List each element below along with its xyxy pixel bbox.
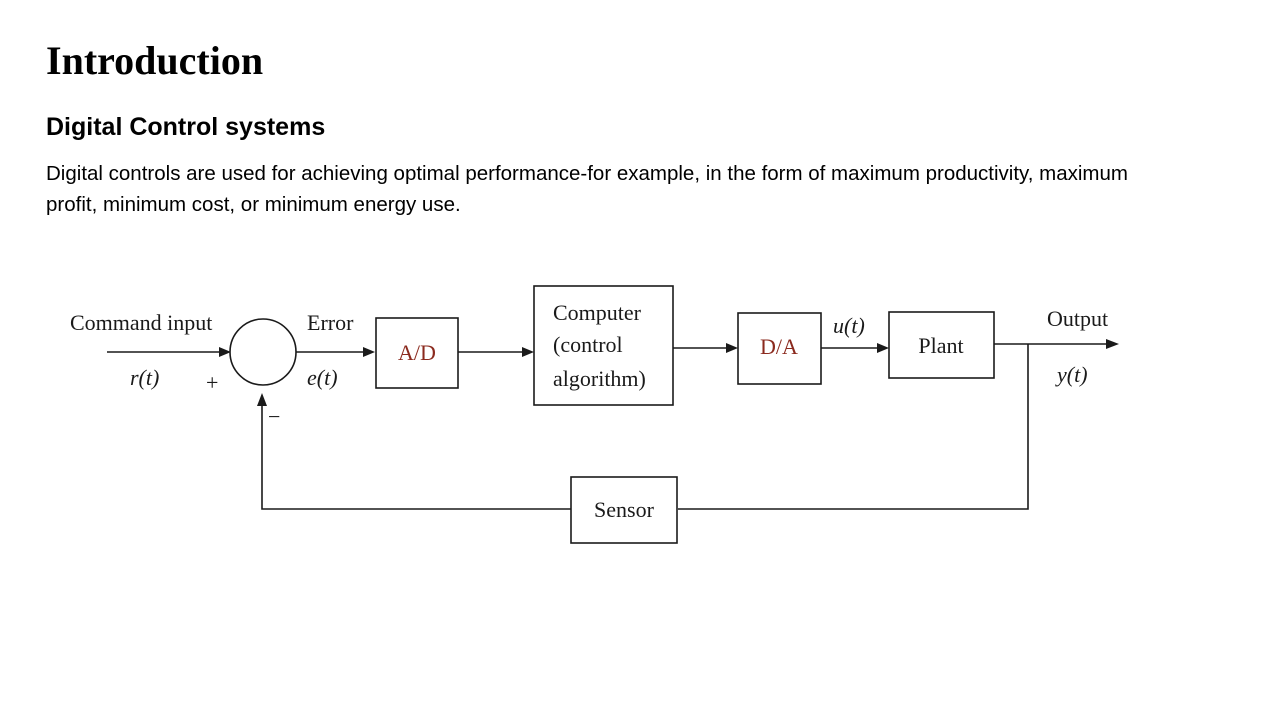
- section-heading: Digital Control systems: [46, 113, 326, 141]
- feedback-path-left: [261, 404, 571, 510]
- ad-converter-block: [375, 317, 459, 389]
- da-to-plant-arrowhead: [877, 343, 889, 353]
- minus-sign: −: [268, 404, 280, 429]
- body-paragraph: Digital controls are used for achieving …: [46, 162, 1128, 216]
- error-label: Error: [307, 310, 354, 335]
- sensor-block-label: Sensor: [594, 497, 655, 522]
- ad-to-computer-arrowhead: [522, 347, 534, 357]
- sensor-block: [570, 476, 678, 544]
- plus-sign: +: [206, 370, 218, 395]
- plant-block-label: Plant: [918, 333, 963, 358]
- ad-block-label: A/D: [398, 340, 436, 365]
- output-signal-label: y(t): [1055, 362, 1088, 387]
- computer-block: [533, 285, 674, 406]
- computer-block-line-1: Computer: [553, 300, 642, 325]
- error-signal-label: e(t): [307, 365, 338, 390]
- computer-to-da-arrowhead: [726, 343, 738, 353]
- reference-signal-label: r(t): [130, 365, 159, 390]
- command-input-label: Command input: [70, 310, 212, 335]
- da-converter-block: [737, 312, 822, 385]
- feedback-arrowhead: [257, 393, 267, 406]
- slide-title: Introduction: [46, 38, 264, 83]
- feedback-path-right: [678, 344, 1029, 510]
- da-block-label: D/A: [760, 334, 798, 359]
- control-signal-label: u(t): [833, 313, 865, 338]
- error-arrowhead: [363, 347, 375, 357]
- input-arrowhead: [219, 347, 231, 357]
- output-label: Output: [1047, 306, 1108, 331]
- summing-junction: [229, 318, 297, 386]
- computer-block-line-3: algorithm): [553, 366, 646, 391]
- computer-block-line-2: (control: [553, 332, 623, 357]
- output-arrowhead: [1106, 339, 1119, 349]
- plant-block: [888, 311, 995, 379]
